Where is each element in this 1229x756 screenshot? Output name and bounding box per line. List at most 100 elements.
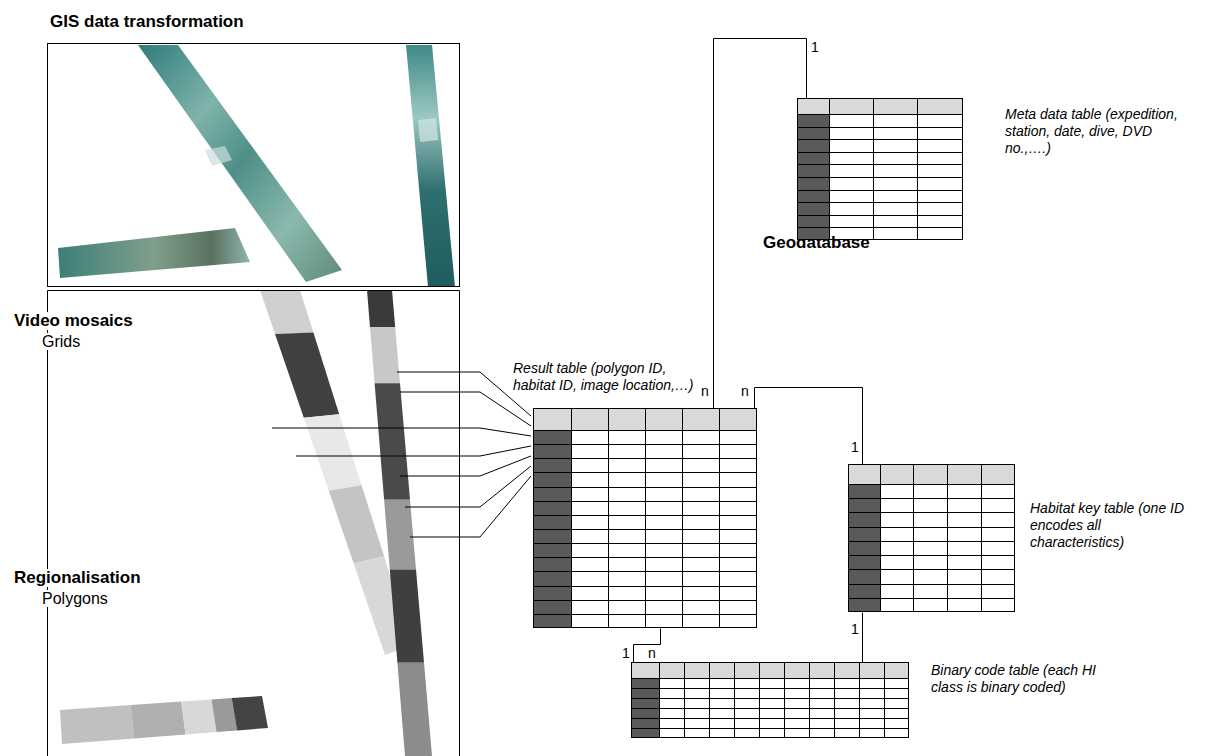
polygon [329,485,384,564]
video-mosaics [58,45,455,286]
table-node: Habitat key table (one ID encodes all ch… [848,464,1015,612]
polygon [260,291,313,334]
mosaic-patch [205,146,232,166]
panel-label: Video mosaics [12,312,135,330]
row-line [848,527,1015,528]
column-line [659,662,660,738]
cardinality: n [701,384,709,399]
cardinality: n [741,384,749,399]
row-line [797,202,963,203]
header-row [849,465,1015,485]
row-line [797,215,963,216]
column-line [608,408,609,628]
leader-line [405,466,531,507]
column-line [884,662,885,738]
table-caption: Binary code table (each HI class is bina… [931,662,1101,696]
panel-frame [48,291,460,756]
table-border [849,465,1015,612]
column-line [571,408,572,628]
polygon [390,570,424,663]
panel-label: Grids [40,333,82,350]
row-line [631,698,909,699]
key-column [849,485,881,612]
column-line [880,464,881,612]
polygon [397,663,432,756]
row-line [797,139,963,140]
column-line [859,662,860,738]
row-line [848,498,1015,499]
column-line [734,662,735,738]
row-line [797,190,963,191]
column-line [834,662,835,738]
header-row [632,663,909,679]
column-line [947,464,948,612]
table-caption: Habitat key table (one ID encodes all ch… [1030,500,1195,551]
polygon [60,705,134,744]
relation-line [862,613,863,663]
relation-line [634,629,661,663]
panel-label: Polygons [40,590,110,607]
polygon [131,702,186,739]
row-line [848,555,1015,556]
cardinality: 1 [851,622,859,637]
column-line [684,662,685,738]
table-node: Result table (polygon ID, habitat ID, im… [533,408,757,628]
relation-line [714,39,807,409]
leader-line [410,476,531,537]
row-line [631,718,909,719]
row-line [631,708,909,709]
column-line [719,408,720,628]
column-line [913,464,914,612]
column-line [829,98,830,240]
column-line [759,662,760,738]
polygons [60,291,432,756]
row-line [797,114,963,115]
polygon [181,700,216,735]
polygon [384,500,416,570]
row-line [797,127,963,128]
column-line [709,662,710,738]
row-line [848,512,1015,513]
column-line [682,408,683,628]
table-border [632,663,909,738]
leader-line [272,428,531,436]
polygon [367,291,395,327]
table-grid [848,464,1015,612]
diagram-title: GIS data transformation [50,12,244,32]
row-line [848,584,1015,585]
header-row [798,99,963,115]
column-line [809,662,810,738]
column-line [981,464,982,612]
row-line [848,484,1015,485]
table-border [798,99,963,240]
row-line [848,598,1015,599]
table-grid [797,98,963,240]
table-node: Meta data table (expedition, station, da… [797,98,963,240]
panel-label: Regionalisation [12,569,143,587]
mosaic-strip [58,228,250,278]
polygon [275,333,339,418]
polygon [370,327,400,383]
table-node: Binary code table (each HI class is bina… [631,662,909,738]
table-grid [533,408,757,628]
leader-line [400,456,531,476]
column-line [873,98,874,240]
row-line [797,227,963,228]
table-caption: Result table (polygon ID, habitat ID, im… [513,360,698,394]
row-line [631,688,909,689]
polygon [375,383,410,500]
relation-line [755,388,863,465]
leader-line [296,446,531,456]
column-line [917,98,918,240]
table-grid [631,662,909,738]
row-line [631,678,909,679]
mosaic-strip [406,45,455,286]
table-border [534,409,757,628]
cardinality: n [648,646,656,661]
leader-line [397,372,531,416]
row-line [848,569,1015,570]
row-line [797,152,963,153]
leader-line [400,392,531,426]
row-line [797,177,963,178]
row-line [631,728,909,729]
